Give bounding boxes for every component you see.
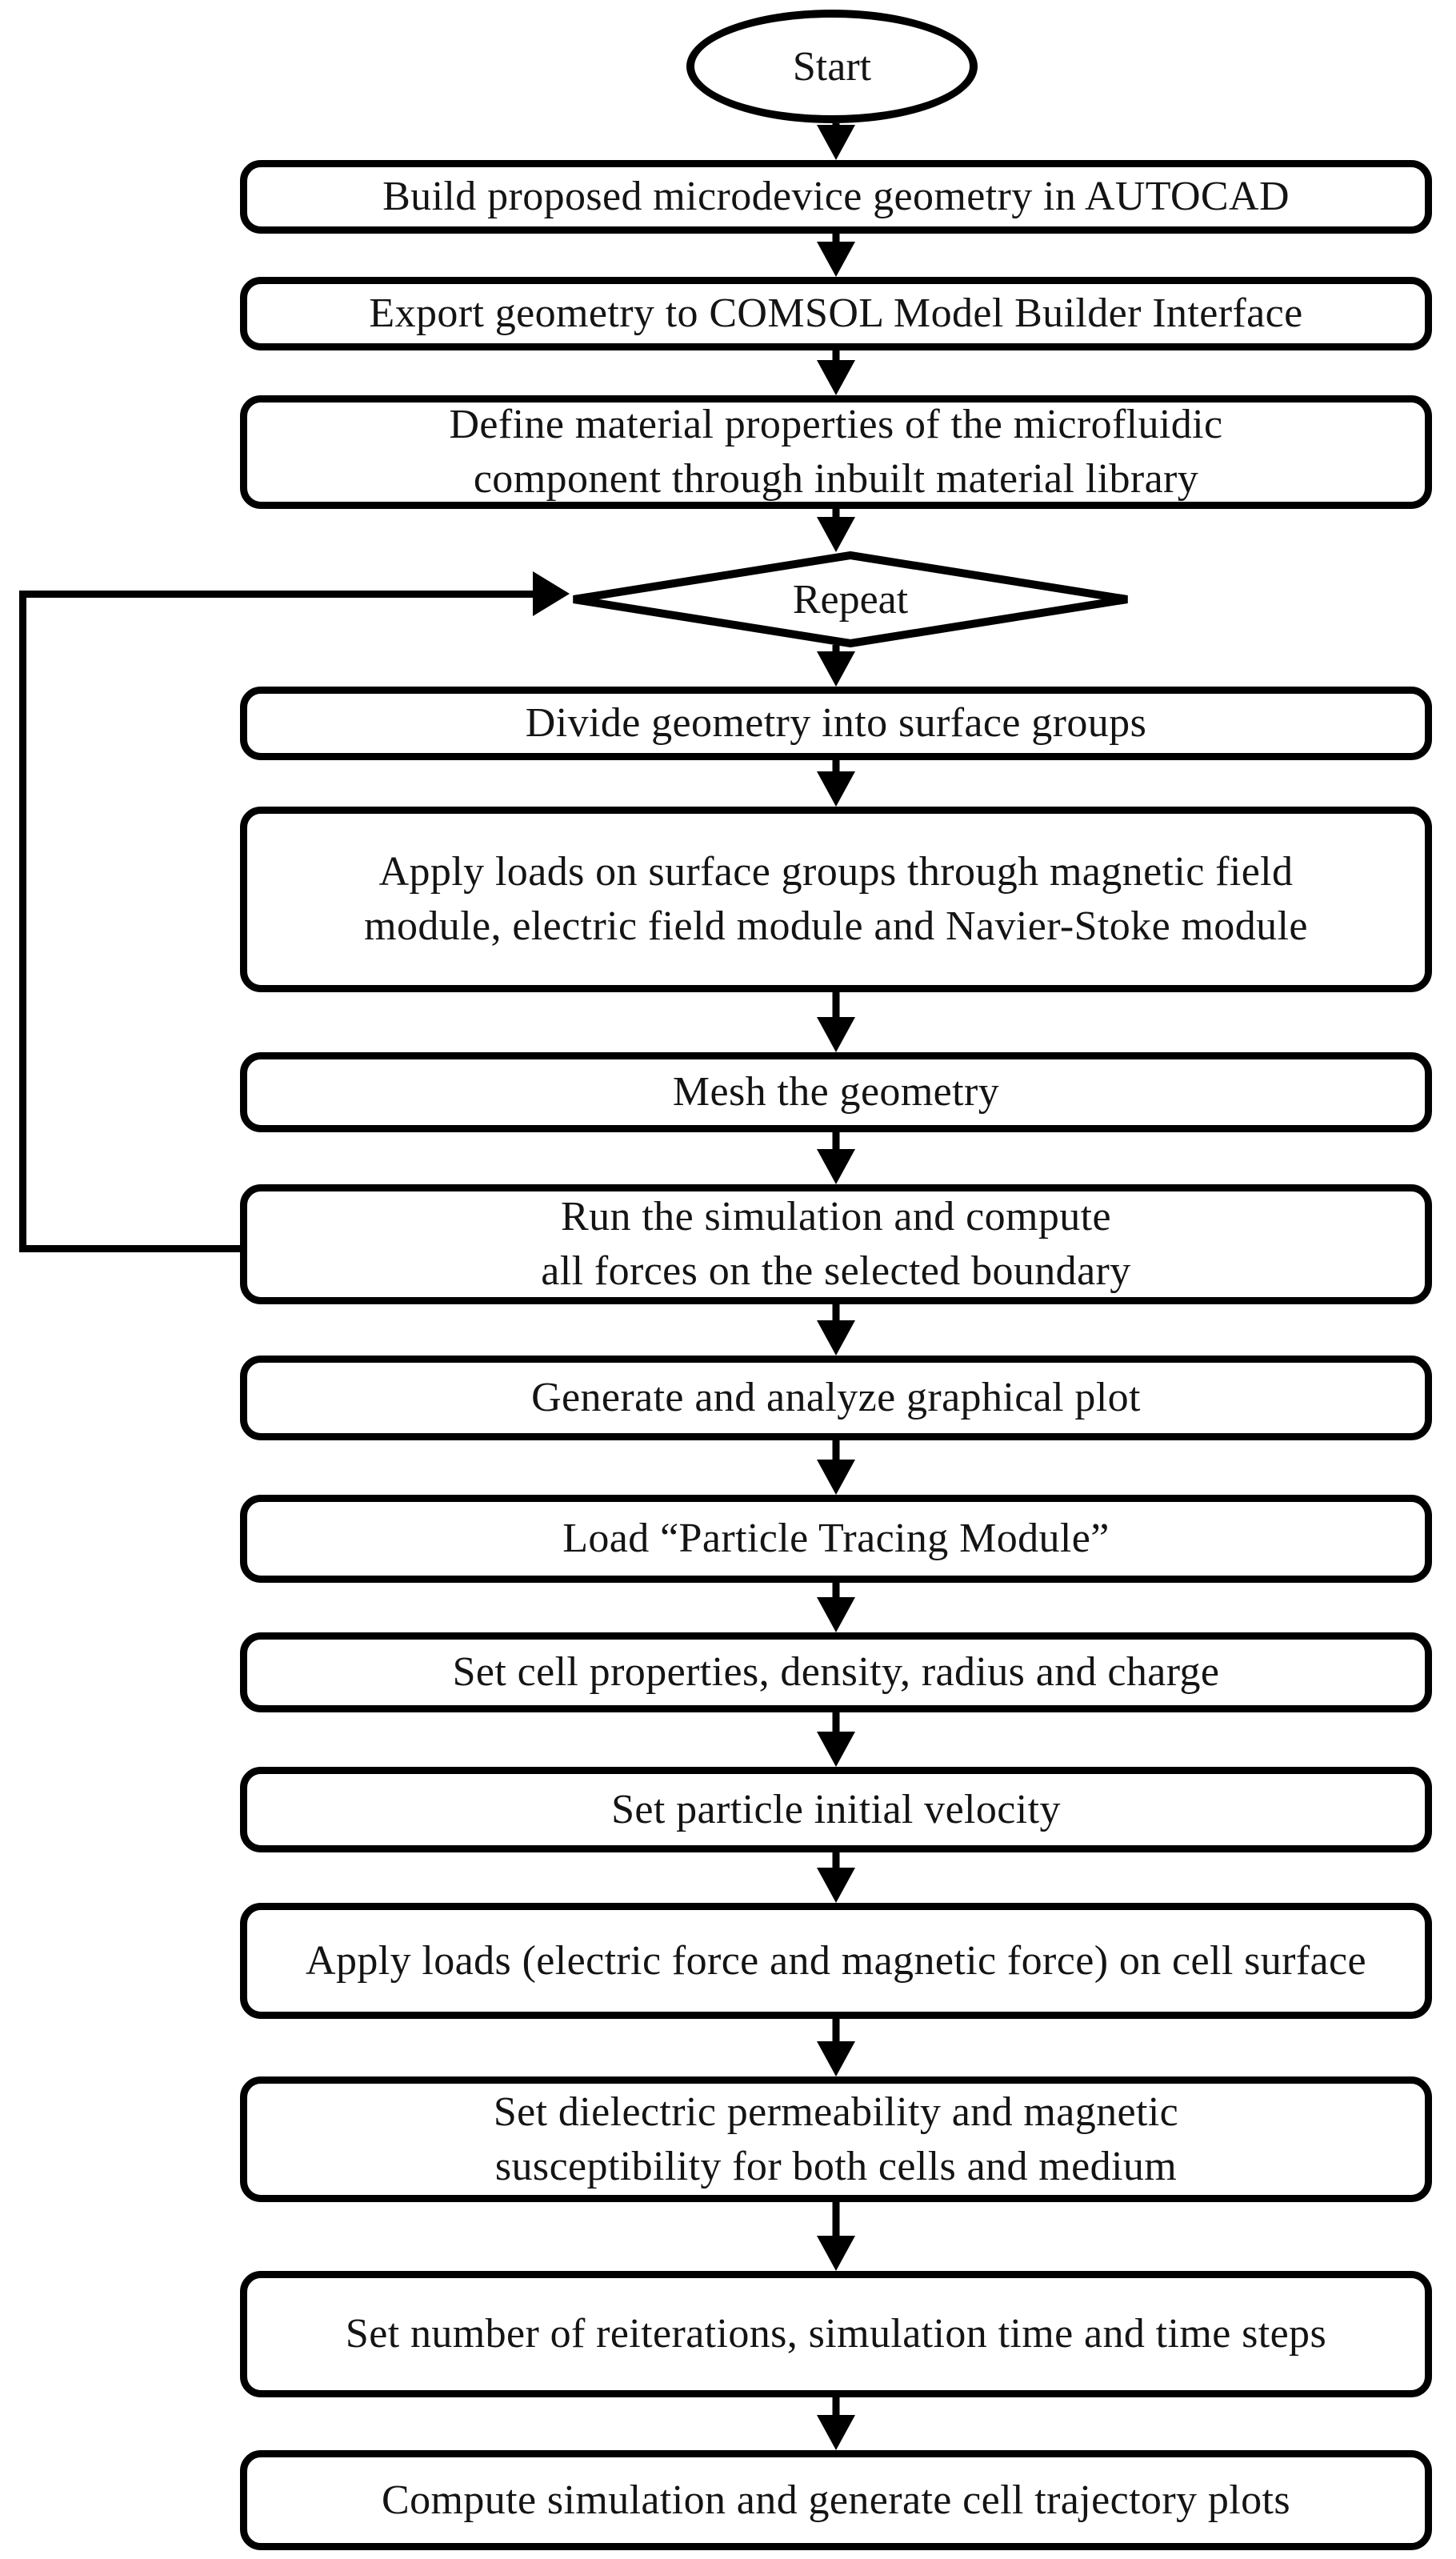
arrowhead-down-icon xyxy=(817,651,855,687)
step-label: Apply loads (electric force and magnetic… xyxy=(306,1937,1366,1984)
loop-line-top xyxy=(19,591,533,598)
arrow-stem xyxy=(832,1304,840,1332)
step-label: Run the simulation and compute all force… xyxy=(541,1194,1131,1294)
arrowhead-down-icon xyxy=(817,1320,855,1356)
start-node: Start xyxy=(686,10,978,123)
flow-arrow xyxy=(817,1712,855,1767)
flow-arrow xyxy=(817,123,855,160)
step-set-initial-velocity: Set particle initial velocity xyxy=(240,1767,1432,1852)
arrowhead-down-icon xyxy=(817,1868,855,1903)
step-set-cell-properties: Set cell properties, density, radius and… xyxy=(240,1632,1432,1712)
arrow-stem xyxy=(832,1712,840,1743)
step-mesh-geometry: Mesh the geometry xyxy=(240,1052,1432,1132)
flow-arrow xyxy=(817,1440,855,1495)
arrowhead-down-icon xyxy=(817,1460,855,1495)
arrowhead-down-icon xyxy=(817,1017,855,1052)
arrowhead-down-icon xyxy=(817,1597,855,1632)
flow-arrow xyxy=(817,645,855,687)
arrow-stem xyxy=(832,992,840,1028)
flow-arrow xyxy=(817,2019,855,2076)
step-set-permeability-susceptibility: Set dielectric permeability and magnetic… xyxy=(240,2076,1432,2202)
flow-arrow xyxy=(817,1132,855,1184)
step-apply-loads-cell: Apply loads (electric force and magnetic… xyxy=(240,1903,1432,2019)
step-label: Compute simulation and generate cell tra… xyxy=(382,2477,1290,2523)
step-run-simulation: Run the simulation and compute all force… xyxy=(240,1184,1432,1304)
diamond-shape xyxy=(573,551,1128,648)
flow-arrow xyxy=(817,2397,855,2450)
flow-arrow xyxy=(817,350,855,395)
step-build-geometry: Build proposed microdevice geometry in A… xyxy=(240,160,1432,234)
step-label: Set dielectric permeability and magnetic… xyxy=(493,2088,1179,2189)
arrow-stem xyxy=(832,2202,840,2247)
step-label: Load “Particle Tracing Module” xyxy=(562,1516,1110,1562)
arrow-stem xyxy=(832,1132,840,1160)
step-label: Build proposed microdevice geometry in A… xyxy=(382,174,1290,220)
step-define-materials: Define material properties of the microf… xyxy=(240,395,1432,509)
arrow-stem xyxy=(832,1852,840,1879)
step-label: Mesh the geometry xyxy=(672,1069,1000,1115)
loop-line-vertical xyxy=(19,591,26,1252)
arrowhead-down-icon xyxy=(817,2041,855,2076)
arrowhead-down-icon xyxy=(817,2415,855,2450)
start-label: Start xyxy=(792,43,872,90)
arrow-stem xyxy=(832,2019,840,2052)
step-apply-loads-surface: Apply loads on surface groups through ma… xyxy=(240,807,1432,992)
flow-arrow xyxy=(817,1583,855,1632)
arrowhead-down-icon xyxy=(817,1732,855,1767)
step-label: Set cell properties, density, radius and… xyxy=(452,1649,1220,1696)
decision-label: Repeat xyxy=(792,576,909,623)
arrowhead-down-icon xyxy=(817,360,855,395)
step-label: Set particle initial velocity xyxy=(611,1786,1061,1832)
flow-arrow xyxy=(817,234,855,277)
step-label: Generate and analyze graphical plot xyxy=(531,1375,1141,1421)
arrowhead-right-icon xyxy=(533,571,570,616)
arrowhead-down-icon xyxy=(817,2236,855,2271)
arrowhead-down-icon xyxy=(817,517,855,552)
arrowhead-down-icon xyxy=(817,125,855,160)
step-label: Define material properties of the microf… xyxy=(449,402,1223,502)
step-label: Divide geometry into surface groups xyxy=(525,700,1147,747)
step-label: Export geometry to COMSOL Model Builder … xyxy=(369,290,1303,337)
flow-arrow xyxy=(817,992,855,1052)
arrowhead-down-icon xyxy=(817,1149,855,1184)
step-label: Set number of reiterations, simulation t… xyxy=(345,2311,1327,2357)
step-load-particle-tracing: Load “Particle Tracing Module” xyxy=(240,1495,1432,1583)
decision-repeat-node: Repeat xyxy=(568,551,1133,648)
flow-arrow xyxy=(817,2202,855,2271)
step-compute-simulation: Compute simulation and generate cell tra… xyxy=(240,2450,1432,2550)
loop-line-bottom xyxy=(19,1245,247,1252)
step-label: Apply loads on surface groups through ma… xyxy=(364,849,1308,949)
arrow-stem xyxy=(832,1440,840,1471)
flow-arrow xyxy=(817,509,855,552)
step-divide-geometry: Divide geometry into surface groups xyxy=(240,687,1432,760)
step-generate-plot: Generate and analyze graphical plot xyxy=(240,1356,1432,1440)
arrowhead-down-icon xyxy=(817,771,855,807)
step-set-reiterations: Set number of reiterations, simulation t… xyxy=(240,2271,1432,2397)
flow-arrow xyxy=(817,1304,855,1356)
flow-arrow xyxy=(817,1852,855,1903)
arrow-stem xyxy=(832,2397,840,2426)
flow-arrow xyxy=(817,760,855,807)
step-export-geometry: Export geometry to COMSOL Model Builder … xyxy=(240,277,1432,350)
arrowhead-down-icon xyxy=(817,242,855,277)
arrow-stem xyxy=(832,1583,840,1608)
